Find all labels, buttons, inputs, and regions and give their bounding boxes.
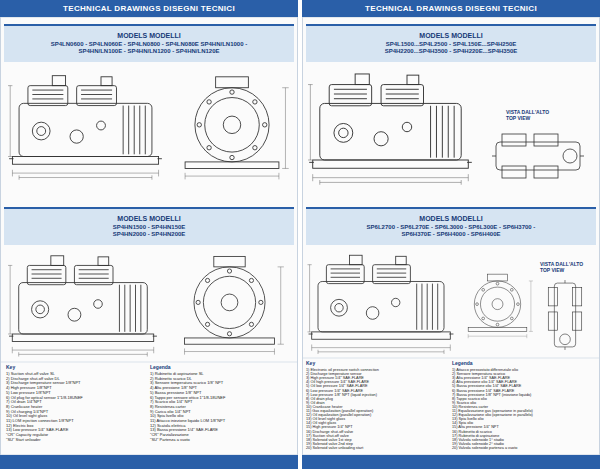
key-item: 7) Bassa pressione 1/8" NPT (iniezione l… [452, 393, 531, 397]
key-item: 7) Low pressure 1/8" NPT (liquid injecti… [306, 393, 377, 397]
key-item: 13) Oil level sight glass [306, 417, 345, 421]
key-item: 15) Alta pressione 1/4" NPT [452, 425, 499, 429]
key-item: 19) Solenoid valve 2nd step [306, 442, 353, 446]
key-item: 6) Low pressure 1/4" SAE-FLARE [306, 389, 363, 393]
key-item: 12) Equalizzazione olio (operazione in p… [452, 413, 533, 417]
key-item: 13) Spia livello olio [452, 417, 484, 421]
header-title: TECHNICAL DRAWINGS DISEGNI TECNICI [63, 4, 235, 13]
key-item: 7) Scarico olio 1/4" NPT [150, 400, 193, 404]
key-item: "CR" Parzializzazione [150, 433, 189, 437]
key-item: 4) High pressure 1/8"NPT [6, 386, 52, 390]
key-item: 8) Crankcase heater [6, 405, 42, 409]
key-item: 6) Oil plug for optical sensor 1"1/8-18U… [6, 396, 83, 400]
key-item: 11) Gas equalization (parallel operation… [306, 409, 373, 413]
key-item: 12) Electric box [6, 424, 34, 428]
key-item: 2) Discharge temperature sensor [306, 372, 362, 376]
model-list: SP4LN0600 - SP4LN060E - SP4LN0800 - SP4L… [42, 41, 257, 57]
key-heading: Key [6, 365, 15, 370]
key-item: 1) Rubinetto di aspirazione SL [150, 372, 204, 376]
key-item: 5) Bassa pressione 1/8" NPT [150, 391, 201, 395]
key-item: 10) Spia livello olio [150, 414, 183, 418]
models-heading: MODELS MODELLI [117, 215, 180, 224]
key-item: 18) Valvola solenoide 1° stadio [452, 438, 504, 442]
key-item: 12) Scatola elettrica [150, 424, 185, 428]
view-label: TOP VIEW [540, 268, 564, 273]
key-item: "CR" Capacity regulator [6, 433, 48, 437]
key-item: 8) Resistenza carter [150, 405, 186, 409]
key-item: 1) Attacco pressostato differenziale oli… [452, 368, 518, 372]
key-item: 11) Equalizzazione gas (operazione in pa… [452, 409, 533, 413]
key-item: 3) Alta pressione 1/4" SAE-FLARE [452, 376, 510, 380]
key-item: "SU" Start unloader [6, 438, 41, 442]
view-label: VISTA DALL'ALTO [506, 110, 549, 115]
key-item: 4) Alta pressione 1/8" NPT [150, 386, 197, 390]
view-label: VISTA DALL'ALTO [540, 262, 583, 267]
model-list: SP4L1500...SP4L2500 - SP4L150E...SP4H250… [371, 41, 531, 57]
key-item: 16) Rubinetto di scarico [452, 430, 492, 434]
key-item: 5) Low pressure 1/8"NPT [6, 391, 51, 395]
key-item: 4) Alta pressione olio 1/4" SAE-FLARE [452, 380, 517, 384]
key-item: 17) Suction shut-off valve [306, 434, 349, 438]
header-bar: TECHNICAL DRAWINGS DISEGNI TECNICI [302, 0, 600, 17]
key-item: 8) Oil drain plug [306, 397, 333, 401]
key-item: 16) Discharge shut-off valve [306, 430, 353, 434]
key-item: 10) Oil level sight glass [6, 414, 47, 418]
key-item: 10) Crankcase heater [306, 405, 343, 409]
key-heading: Legenda [150, 365, 171, 370]
key-item: 2) Discharge shut-off valve DL [6, 377, 60, 381]
key-item: 1) Electronic oil pressure switch connec… [306, 368, 379, 372]
models-band: MODELS MODELLISP4LN0600 - SP4LN060E - SP… [4, 24, 294, 62]
key-item: 10) Resistenza carter [452, 405, 488, 409]
key-item: 9) Scarico olio [452, 401, 476, 405]
models-heading: MODELS MODELLI [117, 32, 180, 41]
key-item: 6) Tappo per sensore ottico 1"1/8-18UNEF [150, 396, 225, 400]
models-band: MODELS MODELLISP4L1500...SP4L2500 - SP4L… [306, 24, 596, 62]
key-item: 9) Carica olio 1/4" NPT [150, 410, 191, 414]
key-item: 4) Oil high pressure 1/4" SAE-FLARE [306, 380, 369, 384]
key-item: 5) Oil low pressure 1/4" SAE-FLARE [306, 384, 368, 388]
key-item: 13) Bassa pressione 1/4" SAE-FLARE [150, 428, 218, 432]
key-heading: Key [306, 361, 315, 366]
key-item: 18) Solenoid valve 1st step [306, 438, 352, 442]
key-item: 2) Rubinetto scarico DL [150, 377, 192, 381]
key-item: 3) Sensore temperatura scarico 1/8" NPT [150, 381, 223, 385]
key-item: "SU" Partenza a vuoto [150, 438, 190, 442]
header-bar: TECHNICAL DRAWINGS DISEGNI TECNICI [0, 0, 298, 17]
key-item: 15) High pressure 1/4" NPT [306, 425, 353, 429]
key-item: 3) High pressure 1/4" SAE-FLARE [306, 376, 364, 380]
key-item: 20) Valvola solenoide partenza a vuoto [452, 446, 517, 450]
models-band: MODELS MODELLISP6L2700 - SP6L270E - SP6L… [306, 207, 596, 245]
models-heading: MODELS MODELLI [419, 215, 482, 224]
key-item: 19) Valvola solenoide 2° stadio [452, 442, 504, 446]
key-item: 1) Suction shut-off valve SL [6, 372, 55, 376]
view-label: TOP VIEW [506, 116, 530, 121]
key-item: 9) Oil drain [306, 401, 325, 405]
key-item: 8) Tappo scarico olio [452, 397, 487, 401]
key-item: 5) Bassa pressione olio 1/4" SAE-FLARE [452, 384, 521, 388]
key-heading: Legenda [452, 361, 473, 366]
key-item: 11) LOM injection connection 1/8"NPT [6, 419, 74, 423]
key-item: 2) Sensore temperatura scarico [452, 372, 505, 376]
key-item: 20) Solenoid valve unloading start [306, 446, 363, 450]
key-item: 14) Spia olio [452, 421, 473, 425]
model-list: SP6L2700 - SP6L270E - SP6L3000 - SP6L300… [362, 224, 540, 240]
key-item: 3) Discharge temperature sensor 1/8"NPT [6, 381, 81, 385]
models-band: MODELS MODELLISP4HN1500 - SP4HN150E SP4H… [4, 207, 294, 245]
model-list: SP4HN1500 - SP4HN150E SP4HN2000 - SP4HN2… [103, 224, 195, 240]
key-item: 13) Low pressure 1/4" SAE-FLARE [6, 428, 68, 432]
models-heading: MODELS MODELLI [419, 32, 482, 41]
key-item: 9) Oil charging 1/4"NPT [6, 410, 48, 414]
key-item: 11) Attacco iniezione liquido LOM 1/8"NP… [150, 419, 225, 423]
header-title: TECHNICAL DRAWINGS DISEGNI TECNICI [365, 4, 537, 13]
key-item: 7) Oil drain 1/4"NPT [6, 400, 42, 404]
key-item: 12) Oil equalization (parallel operation… [306, 413, 371, 417]
key-item: 17) Rubinetto di aspirazione [452, 434, 499, 438]
key-item: 14) Oil sight glass [306, 421, 336, 425]
key-item: 6) Bassa pressione 1/4" SAE-FLARE [452, 389, 514, 393]
